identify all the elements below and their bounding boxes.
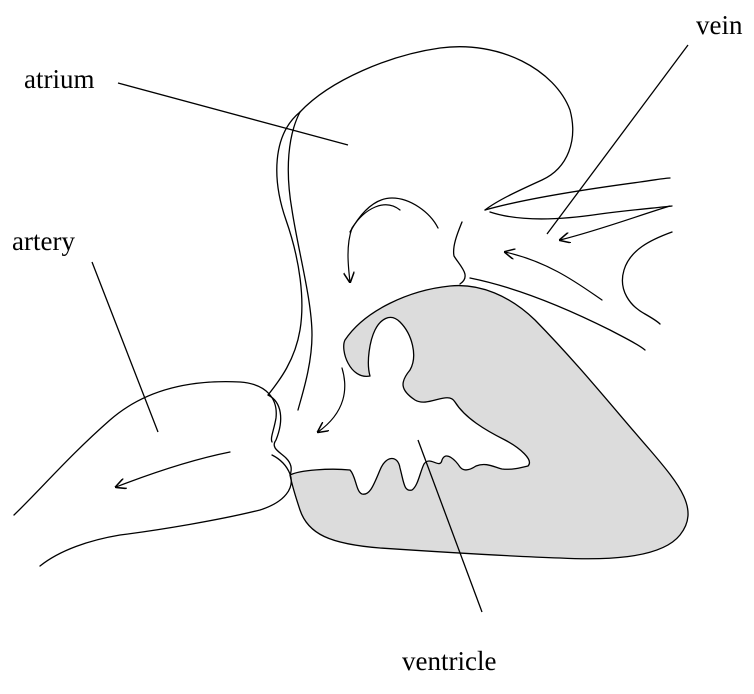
leader-vein [547,45,688,234]
label-atrium: atrium [24,64,94,94]
atrium-left-wall-outer [268,112,302,395]
artery-outline-lower [40,455,291,566]
atrium-outline [300,47,573,210]
artery-outline-upper [14,382,276,515]
flow-arrow-atrium [348,205,400,282]
atrium-left-wall-inner [288,112,312,410]
vein-outline-4 [622,232,672,324]
flow-arrow-vein-1 [560,206,670,240]
label-artery: artery [12,226,75,256]
leader-atrium [118,83,348,145]
flow-arrow-ventricle [318,368,345,432]
label-vein: vein [696,10,743,40]
leader-artery [92,262,158,432]
flow-arrow-artery [116,452,230,487]
label-ventricle: ventricle [402,646,496,676]
vein-outline-2 [490,206,672,219]
atrium-inner-fold [454,222,466,284]
ventricle-shape [290,286,688,559]
flow-arrow-vein-2 [505,252,602,300]
